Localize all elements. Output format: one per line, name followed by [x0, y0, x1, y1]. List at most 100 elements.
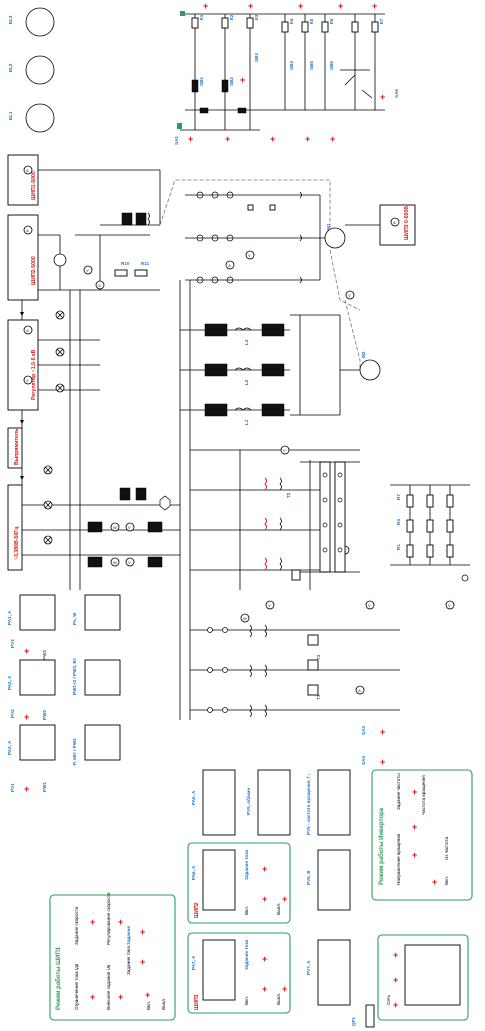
sa1-label: SA1 — [174, 136, 179, 145]
pw1-label: PW1 — [42, 782, 47, 792]
shim1-item-0: Ограничение тока Iдв — [74, 963, 79, 1010]
svg-text:+: + — [393, 950, 398, 960]
left-meters: A A A V — [23, 165, 33, 385]
svg-text:+: + — [118, 992, 123, 1002]
sa-switches: SA3 SA4 + + — [361, 726, 385, 767]
lamp-el1: EL1 — [8, 103, 55, 133]
mechanical-links — [159, 179, 361, 370]
l1-label: L1 — [244, 419, 249, 425]
svg-text:+: + — [412, 850, 417, 860]
display-pv6 — [317, 849, 351, 911]
display-pa2 — [19, 659, 56, 696]
lamp-el2-label: EL2 — [8, 63, 13, 72]
k6-label: К6 — [329, 18, 334, 24]
shim1-item-1: Задание скорости — [74, 906, 79, 945]
shim2-item-2: Выкл. — [276, 903, 281, 915]
shim1-item-2: Регулирование скорости — [106, 892, 111, 945]
svg-text:V: V — [128, 560, 131, 565]
pwpw2-label: PW1+2 / PW3, Вт — [72, 657, 77, 695]
sa6-label: SA6 — [394, 89, 399, 98]
inverter-title: Режим работы Инвертора — [378, 807, 385, 885]
svg-text:+: + — [270, 134, 275, 144]
top-transformer — [99, 212, 160, 290]
m1-label: M1 — [326, 223, 331, 230]
svg-text:V: V — [283, 448, 286, 453]
svg-text:A: A — [228, 263, 231, 268]
svg-text:+: + — [248, 1, 253, 11]
pv3-label: PV3 — [10, 639, 15, 648]
lamp-el2: EL2 — [8, 55, 55, 85]
bus-left — [22, 169, 180, 556]
svg-text:V: V — [348, 293, 351, 298]
svg-text:W: W — [113, 525, 117, 530]
main-bus — [69, 280, 191, 720]
svg-text:V: V — [248, 253, 251, 258]
panel-left: PA1, A Ps, W PA2, A PW1+2 / PW3, Вт PA3,… — [7, 594, 121, 794]
svg-text:R10: R10 — [121, 261, 130, 266]
shim1-item-5: Задание — [126, 925, 131, 945]
k3-label: К3 — [254, 14, 259, 20]
svg-text:+: + — [412, 787, 417, 797]
k1-label: К1 — [199, 14, 204, 20]
svg-text:+: + — [240, 75, 245, 85]
svg-text:+: + — [282, 984, 287, 994]
svg-text:+: + — [225, 134, 230, 144]
r4-label: R4 — [396, 519, 401, 525]
svg-text:+: + — [298, 1, 303, 11]
shim3-item-2: Выкл. — [276, 993, 281, 1005]
transformer-bank: A W V T3 T1 — [190, 600, 400, 718]
svg-text:V: V — [268, 603, 271, 608]
sb4-label: SB4 — [289, 61, 294, 70]
sb5-label: SB5 — [309, 61, 314, 70]
shim2-title: ШИП2 — [194, 902, 200, 918]
panel-shim1: Режим работы ШИП1 Ограничение тока Iдв З… — [49, 892, 176, 1021]
svg-text:A: A — [358, 688, 361, 693]
qf1-label: QF1 — [351, 1017, 356, 1026]
pw3-label: PW3 — [42, 650, 47, 660]
display-pv5 — [257, 769, 291, 836]
svg-text:V: V — [368, 603, 371, 608]
svg-text:+: + — [393, 975, 398, 985]
resistor-network: R7 R4 R1 V V — [365, 484, 470, 610]
display-pa5 — [202, 769, 236, 836]
rect-meters: V A R10 R11 — [83, 261, 150, 290]
svg-text:+: + — [305, 134, 310, 144]
shim1-item-7: Вкл. — [146, 1001, 151, 1010]
display-sync — [317, 769, 351, 836]
svg-text:+: + — [372, 1, 377, 11]
pv-sync-label: PV5 - частота вращения, f ₁ — [306, 773, 311, 835]
display-pa1 — [19, 594, 56, 631]
display-pa6 — [202, 849, 236, 911]
left-blocks: ШИП1-5000 ШИП2-5000 Регулятор ~1,5-0 кВ … — [7, 154, 39, 571]
rect-label: ШИП2-5000 — [31, 256, 37, 285]
shim1-item-4: Задание тока — [126, 946, 131, 975]
terminal-grid — [300, 461, 360, 573]
pa1-label: PA1, A — [7, 610, 12, 625]
t2-label: T2 — [286, 492, 291, 498]
svg-text:+: + — [203, 1, 208, 11]
rect-block — [7, 214, 39, 301]
k7-label: К7 — [379, 18, 384, 24]
svg-text:+: + — [262, 984, 267, 994]
pa7-label: PA7, A — [191, 955, 196, 970]
svg-text:W: W — [113, 560, 117, 565]
pwm3-label: ШИП3 0-500В — [404, 206, 410, 240]
display-pw-total — [84, 724, 121, 761]
control-plus-marks: + + + + + + + + + + + + — [188, 1, 385, 144]
svg-text:+: + — [140, 957, 145, 967]
motor-m1: M1 ШИП3 0-500В A — [255, 191, 416, 284]
svg-text:+: + — [262, 894, 267, 904]
pa5-label: PA5, A — [191, 790, 196, 805]
inverter-item-2: Направление вращения — [396, 833, 401, 885]
sa3-label: SA3 — [361, 726, 366, 735]
control-circuit — [177, 11, 385, 131]
svg-text:A: A — [393, 220, 396, 225]
svg-text:+: + — [393, 1000, 398, 1010]
svg-text:+: + — [90, 917, 95, 927]
sa4-label: SA4 — [361, 756, 366, 765]
inductors: L3 L2 L1 M2 — [180, 314, 381, 425]
svg-text:+: + — [140, 927, 145, 937]
shim2-item-0: Задание тока — [244, 849, 249, 880]
svg-text:+: + — [282, 894, 287, 904]
lamp-el3-label: EL3 — [8, 15, 13, 24]
